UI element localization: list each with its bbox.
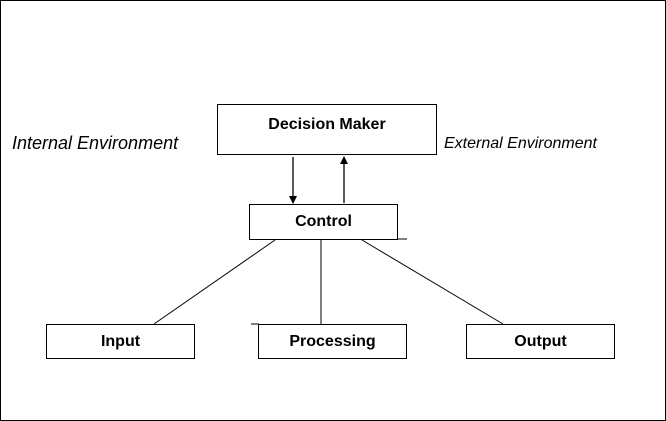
output-box: Output <box>466 324 615 359</box>
decision-maker-label: Decision Maker <box>268 116 386 133</box>
line-control-to-input <box>153 239 276 325</box>
line-control-to-output <box>361 239 504 325</box>
decision-maker-box: Decision Maker <box>217 104 437 155</box>
internal-environment-label: Internal Environment <box>12 133 179 153</box>
control-box: Control <box>249 204 398 240</box>
input-box: Input <box>46 324 195 359</box>
processing-box: Processing <box>258 324 407 359</box>
control-label: Control <box>295 213 352 230</box>
external-environment-label: External Environment <box>444 135 597 152</box>
output-label: Output <box>514 333 567 350</box>
input-label: Input <box>100 333 141 350</box>
processing-label: Processing <box>289 333 376 350</box>
